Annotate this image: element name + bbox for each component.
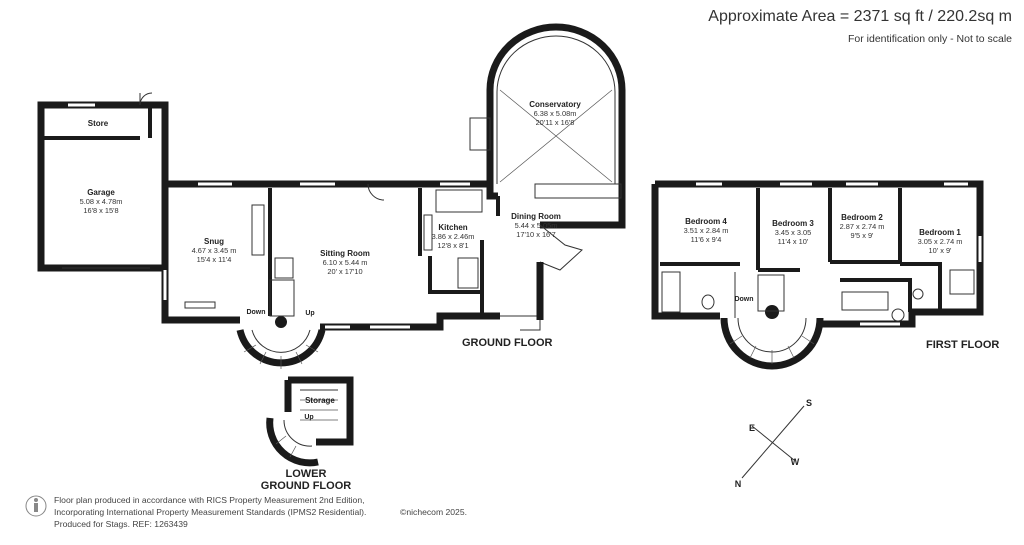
ground-down-label: Down [246, 309, 265, 316]
lower-ground-title-1: LOWER [285, 468, 327, 480]
footer-brand: ©nichecom 2025. [400, 507, 468, 517]
sitting-room-imperial: 20' x 17'10 [327, 267, 362, 276]
garage-metric: 5.08 x 4.78m [80, 197, 123, 206]
bedroom-2-imperial: 9'5 x 9' [851, 231, 875, 240]
bedroom-2-metric: 2.87 x 2.74 m [840, 222, 885, 231]
kitchen-metric: 3.86 x 2.46m [432, 232, 475, 241]
bedroom-1-metric: 3.05 x 2.74 m [918, 237, 963, 246]
dining-room-imperial: 17'10 x 16'7 [516, 230, 555, 239]
person-icon [25, 495, 47, 517]
sitting-room-label: Sitting Room [320, 249, 370, 258]
footer-line-2: Incorporating International Property Mea… [54, 507, 367, 517]
lower-up-label: Up [304, 414, 313, 421]
kitchen-imperial: 12'8 x 8'1 [437, 241, 468, 250]
conservatory-label: Conservatory [529, 100, 581, 109]
sitting-room-metric: 6.10 x 5.44 m [323, 258, 368, 267]
bedroom-4-metric: 3.51 x 2.84 m [684, 226, 729, 235]
compass-rose: N S E W [735, 398, 812, 489]
footer-line-1: Floor plan produced in accordance with R… [54, 495, 365, 505]
compass-n: N [735, 479, 742, 489]
approximate-area: Approximate Area = 2371 sq ft / 220.2sq … [708, 8, 1012, 25]
bedroom-3-label: Bedroom 3 [772, 219, 814, 228]
ground-floor-title: GROUND FLOOR [462, 337, 553, 349]
bedroom-3-metric: 3.45 x 3.05 [775, 228, 812, 237]
ground-up-label: Up [305, 310, 314, 317]
first-floor-stairs [720, 272, 824, 370]
lower-ground-title-2: GROUND FLOOR [260, 480, 352, 492]
compass-e: E [749, 423, 755, 433]
conservatory-imperial: 20'11 x 16'8 [536, 118, 575, 127]
compass-w: W [791, 457, 800, 467]
ground-floor-walls [161, 180, 541, 331]
first-floor-title: FIRST FLOOR [926, 339, 1000, 351]
first-down-label: Down [734, 296, 753, 303]
dining-room-metric: 5.44 x 5.05m [515, 221, 558, 230]
footer-line-3: Produced for Stags. REF: 1263439 [54, 519, 188, 529]
snug-imperial: 15'4 x 11'4 [197, 255, 232, 264]
bedroom-4-label: Bedroom 4 [685, 217, 727, 226]
footer-text: Floor plan produced in accordance with R… [54, 494, 366, 530]
store-label: Store [88, 119, 109, 128]
lower-ground-walls [266, 376, 354, 467]
conservatory-walls [469, 23, 626, 320]
dining-room-label: Dining Room [511, 212, 561, 221]
garage-imperial: 16'8 x 15'8 [83, 206, 118, 215]
kitchen-label: Kitchen [438, 223, 467, 232]
snug-label: Snug [204, 237, 224, 246]
garage-label: Garage [87, 188, 115, 197]
bedroom-1-imperial: 10' x 9' [929, 246, 953, 255]
snug-metric: 4.67 x 3.45 m [192, 246, 237, 255]
bedroom-1-label: Bedroom 1 [919, 228, 961, 237]
compass-s: S [806, 398, 812, 408]
bedroom-3-imperial: 11'4 x 10' [778, 237, 809, 246]
bedroom-2-label: Bedroom 2 [841, 213, 883, 222]
first-floor-walls [651, 180, 984, 328]
identification-note: For identification only - Not to scale [848, 33, 1012, 45]
conservatory-metric: 6.38 x 5.08m [534, 109, 577, 118]
ground-stairs [236, 279, 326, 369]
bedroom-4-imperial: 11'6 x 9'4 [691, 235, 722, 244]
storage-label: Storage [305, 396, 335, 405]
